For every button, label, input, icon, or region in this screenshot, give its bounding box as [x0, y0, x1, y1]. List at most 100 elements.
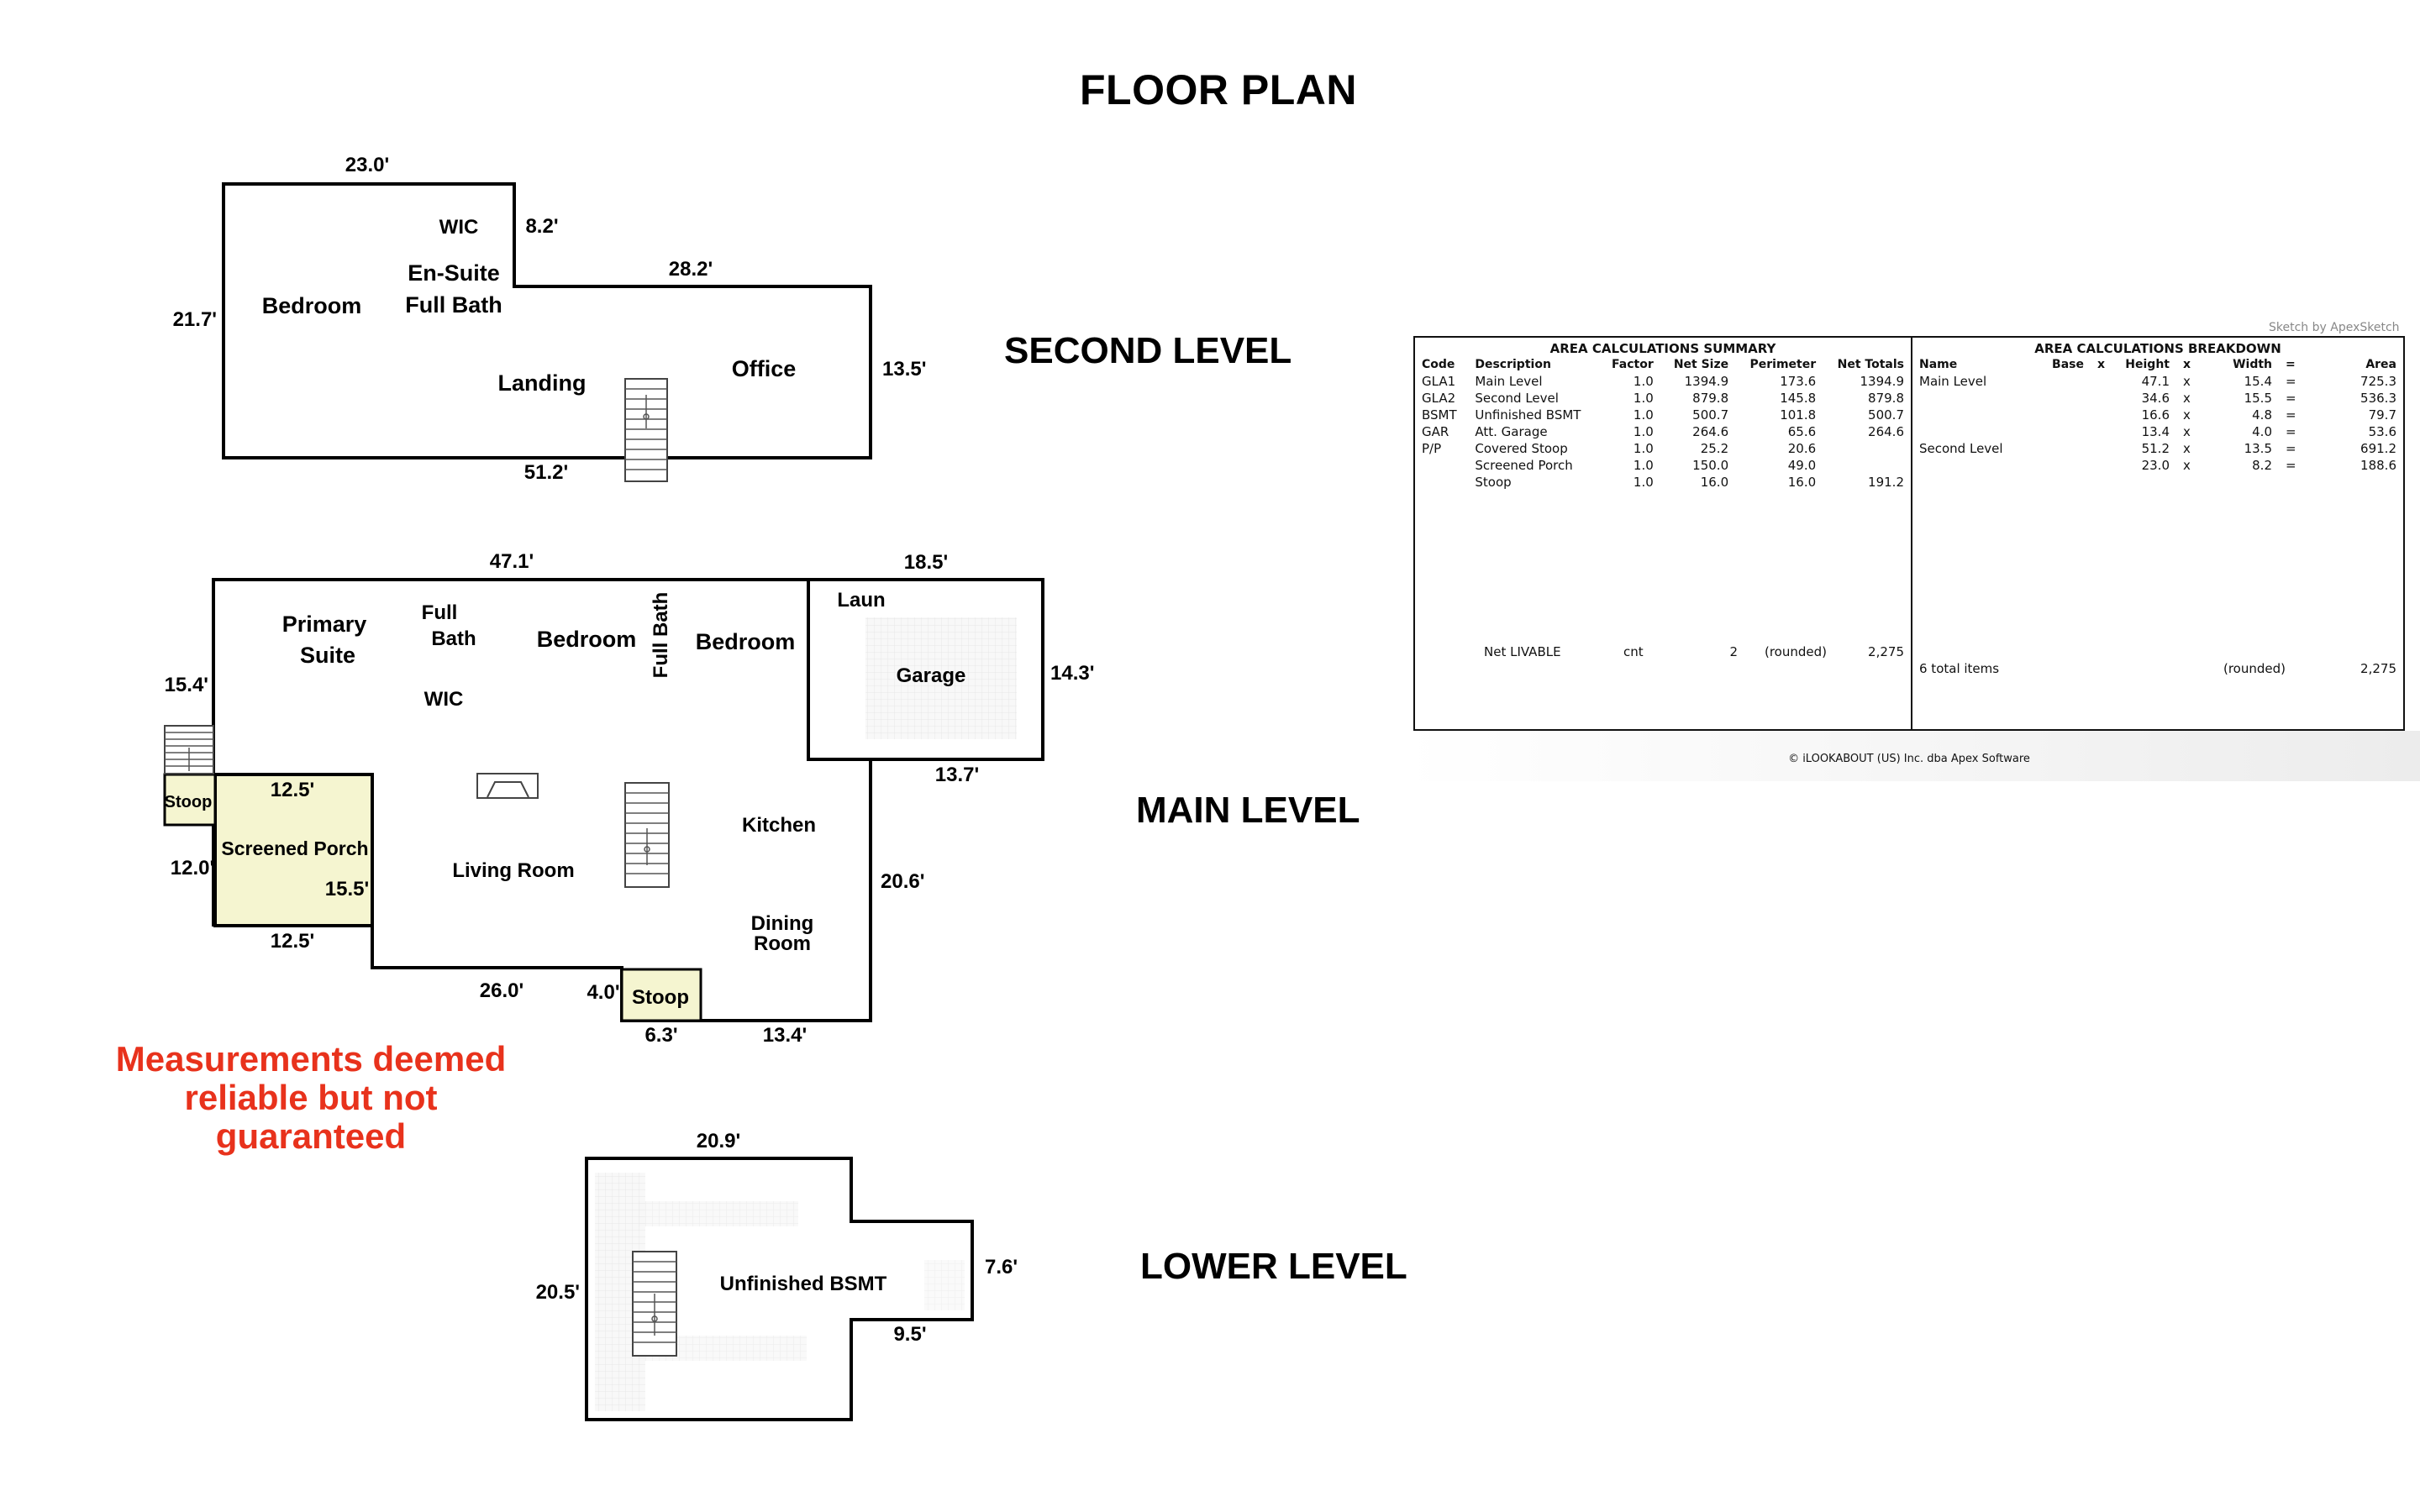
main-level-stairs: [624, 782, 670, 888]
breakdown-cell: =: [2286, 374, 2296, 389]
room-primary-line2: Suite: [300, 643, 355, 668]
second-dim-top: 23.0': [345, 154, 389, 176]
breakdown-footer-row: 6 total items (rounded) 2,275: [1912, 660, 2403, 677]
breakdown-cell: =: [2286, 391, 2296, 406]
breakdown-cell: [1912, 407, 2027, 423]
summary-cell: [1415, 474, 1468, 491]
summary-cell: GAR: [1422, 424, 1449, 439]
second-dim-right: 13.5': [882, 358, 926, 381]
breakdown-cell: 23.0: [2141, 458, 2170, 473]
summary-cell: 264.6: [1692, 424, 1729, 439]
disclaimer-line-2: reliable but not: [184, 1078, 438, 1117]
breakdown-cell: 188.6: [2360, 458, 2396, 473]
main-dim-garage-right: 14.3': [1050, 662, 1094, 685]
breakdown-cell: =: [2286, 441, 2296, 456]
summary-cell: Screened Porch: [1475, 458, 1573, 473]
lower-dim-top: 20.9': [697, 1130, 740, 1152]
summary-cell: 879.8: [1692, 391, 1729, 406]
breakdown-header-row: Name Base x Height x Width = Area: [1912, 356, 2403, 373]
main-level-label: MAIN LEVEL: [1136, 790, 1360, 831]
room-wic-upper: WIC: [439, 216, 479, 239]
second-level-plan: 23.0' 8.2' 28.2' 21.7' 13.5' 51.2' WIC E…: [173, 154, 927, 484]
breakdown-cell: 536.3: [2360, 391, 2396, 406]
room-bedroom-main-1: Bedroom: [537, 627, 637, 652]
main-dim-garage-bottom: 13.7': [935, 764, 979, 786]
main-dim-porch-right: 15.5': [325, 878, 369, 900]
second-level-label: SECOND LEVEL: [1004, 330, 1292, 371]
breakdown-cell: 15.4: [2244, 374, 2272, 389]
breakdown-cell: x: [2183, 424, 2191, 439]
room-unfinished-bsmt: Unfinished BSMT: [720, 1273, 887, 1295]
summary-cell: 25.2: [1700, 441, 1729, 456]
summary-cell: Second Level: [1475, 391, 1559, 406]
breakdown-footer-cell: 2,275: [2360, 661, 2396, 676]
breakdown-header: Width: [2233, 358, 2272, 371]
room-bedroom-upper: Bedroom: [262, 293, 362, 318]
room-laundry: Laun: [837, 589, 885, 612]
breakdown-header: Base: [2052, 358, 2084, 371]
room-dining-line1: Dining: [751, 912, 814, 935]
breakdown-cell: [2091, 407, 2112, 423]
breakdown-cell: 51.2: [2141, 441, 2170, 456]
summary-cell: [1823, 440, 1911, 457]
breakdown-cell: =: [2286, 424, 2296, 439]
summary-cell: 1.0: [1633, 391, 1654, 406]
main-dim-left: 15.4': [165, 674, 208, 696]
breakdown-cell: [2091, 440, 2112, 457]
second-dim-bottom: 51.2': [524, 461, 568, 484]
summary-title: AREA CALCULATIONS SUMMARY: [1549, 341, 1776, 356]
summary-cell: Covered Stoop: [1475, 441, 1568, 456]
lower-level-plan: 20.9' 20.5' 7.6' 9.5' Unfinished BSMT: [536, 1130, 1018, 1421]
breakdown-table: Name Base x Height x Width = Area Main L…: [1912, 356, 2403, 474]
summary-footer: Net LIVABLE cnt 2 (rounded) 2,275: [1415, 643, 1911, 660]
left-stoop-stairs: [164, 725, 214, 774]
breakdown-cell: [2091, 373, 2112, 390]
room-wic-main: WIC: [424, 688, 464, 711]
summary-header: Net Size: [1673, 358, 1729, 371]
summary-cell: Stoop: [1475, 475, 1512, 490]
summary-footer-row: Net LIVABLE cnt 2 (rounded) 2,275: [1415, 643, 1911, 660]
summary-cell: 879.8: [1868, 391, 1904, 406]
second-dim-notch: 8.2': [525, 215, 558, 238]
summary-table: Code Description Factor Net Size Perimet…: [1415, 356, 1911, 491]
breakdown-cell: x: [2183, 407, 2191, 423]
summary-cell: 500.7: [1692, 407, 1729, 423]
summary-cell: 1394.9: [1684, 374, 1729, 389]
summary-cell: 1.0: [1633, 374, 1654, 389]
breakdown-cell: [2091, 390, 2112, 407]
breakdown-cell: 53.6: [2368, 424, 2396, 439]
breakdown-cell: x: [2183, 458, 2191, 473]
lower-level-label: LOWER LEVEL: [1140, 1246, 1407, 1287]
summary-cell: 20.6: [1787, 441, 1817, 456]
breakdown-cell: 13.5: [2244, 441, 2272, 456]
summary-cell: 16.0: [1700, 475, 1729, 490]
summary-footer-cell: (rounded): [1764, 644, 1827, 659]
second-level-outline: [222, 182, 872, 459]
breakdown-cell: [2027, 457, 2091, 474]
summary-cell: Main Level: [1475, 374, 1543, 389]
summary-header: Description: [1475, 358, 1551, 371]
summary-header-row: Code Description Factor Net Size Perimet…: [1415, 356, 1911, 373]
breakdown-cell: 15.5: [2244, 391, 2272, 406]
main-dim-garage-top: 18.5': [904, 551, 948, 574]
summary-cell: 1.0: [1633, 424, 1654, 439]
room-fullbath-line2: Bath: [431, 627, 476, 650]
room-ensuite-line2: Full Bath: [405, 292, 502, 318]
breakdown-cell: 34.6: [2141, 391, 2170, 406]
room-stoop-bottom: Stoop: [632, 986, 689, 1009]
main-dim-stoop-side: 4.0': [587, 981, 619, 1004]
summary-cell: GLA2: [1422, 391, 1456, 406]
sketch-credit: Sketch by ApexSketch: [2269, 321, 2400, 334]
breakdown-cell: 691.2: [2360, 441, 2396, 456]
breakdown-footer-cell: 6 total items: [1919, 661, 2000, 676]
breakdown-header: Area: [2365, 358, 2396, 371]
main-dim-bottom-mid: 26.0': [480, 979, 523, 1002]
